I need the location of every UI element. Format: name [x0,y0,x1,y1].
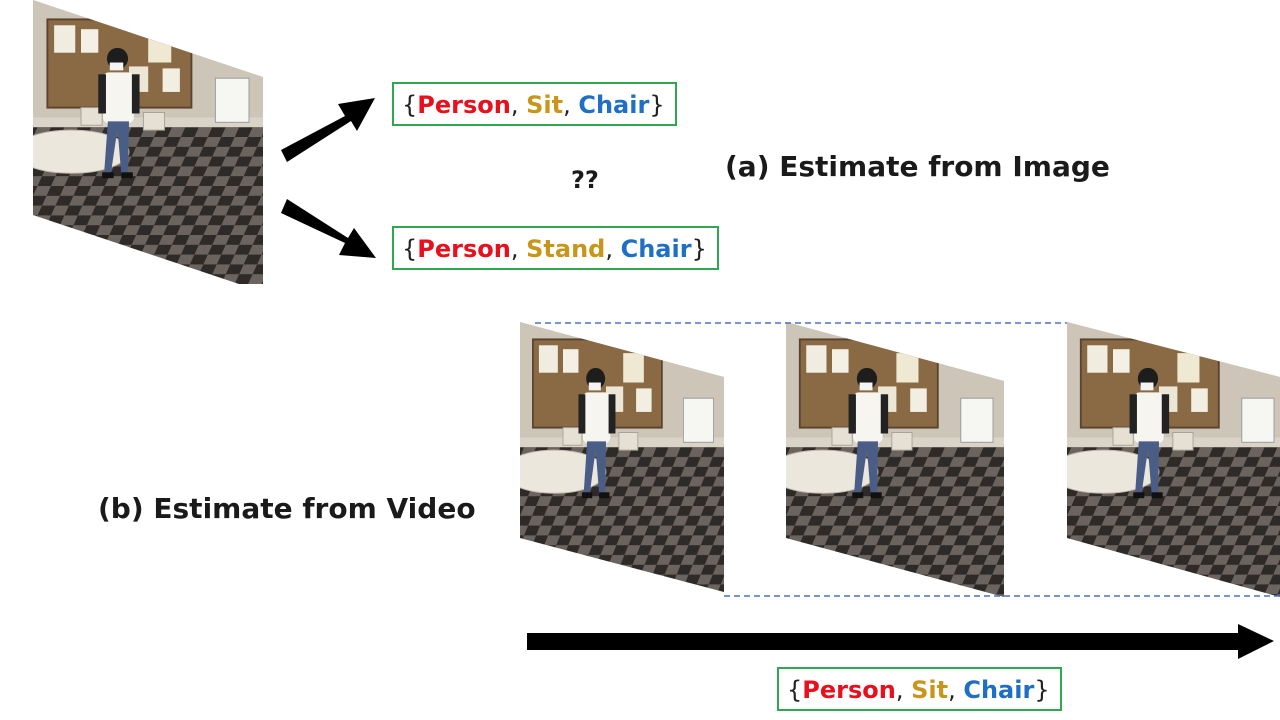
brace-open: { [402,91,418,119]
subject-label: Person [802,676,896,704]
timeline-arrow [527,624,1274,659]
brace-close: } [1034,676,1050,704]
input-image [33,0,263,285]
brace-open: { [787,676,803,704]
brace-open: { [402,235,418,263]
separator: , [895,676,912,704]
video-result-box: {Person, Sit, Chair} [777,667,1062,711]
video-frame-1 [520,322,724,592]
object-label: Chair [963,676,1035,704]
separator: , [510,91,527,119]
object-label: Chair [578,91,650,119]
uncertainty-mark: ?? [571,166,599,194]
video-frame-3 [1067,322,1280,597]
arrow-to-sit [281,98,375,162]
separator: , [605,235,621,263]
subject-label: Person [417,91,511,119]
separator: , [510,235,527,263]
brace-close: } [691,235,707,263]
caption-video: (b) Estimate from Video [98,492,476,525]
separator: , [563,91,579,119]
brace-close: } [649,91,665,119]
candidate-stand-box: {Person, Stand, Chair} [392,226,719,270]
arrow-to-stand [281,199,376,258]
subject-label: Person [417,235,511,263]
object-label: Chair [620,235,692,263]
video-frame-2 [786,322,1004,597]
verb-label: Sit [911,676,949,704]
verb-label: Stand [526,235,606,263]
separator: , [948,676,964,704]
verb-label: Sit [526,91,564,119]
candidate-sit-box: {Person, Sit, Chair} [392,82,677,126]
caption-image: (a) Estimate from Image [725,150,1110,183]
